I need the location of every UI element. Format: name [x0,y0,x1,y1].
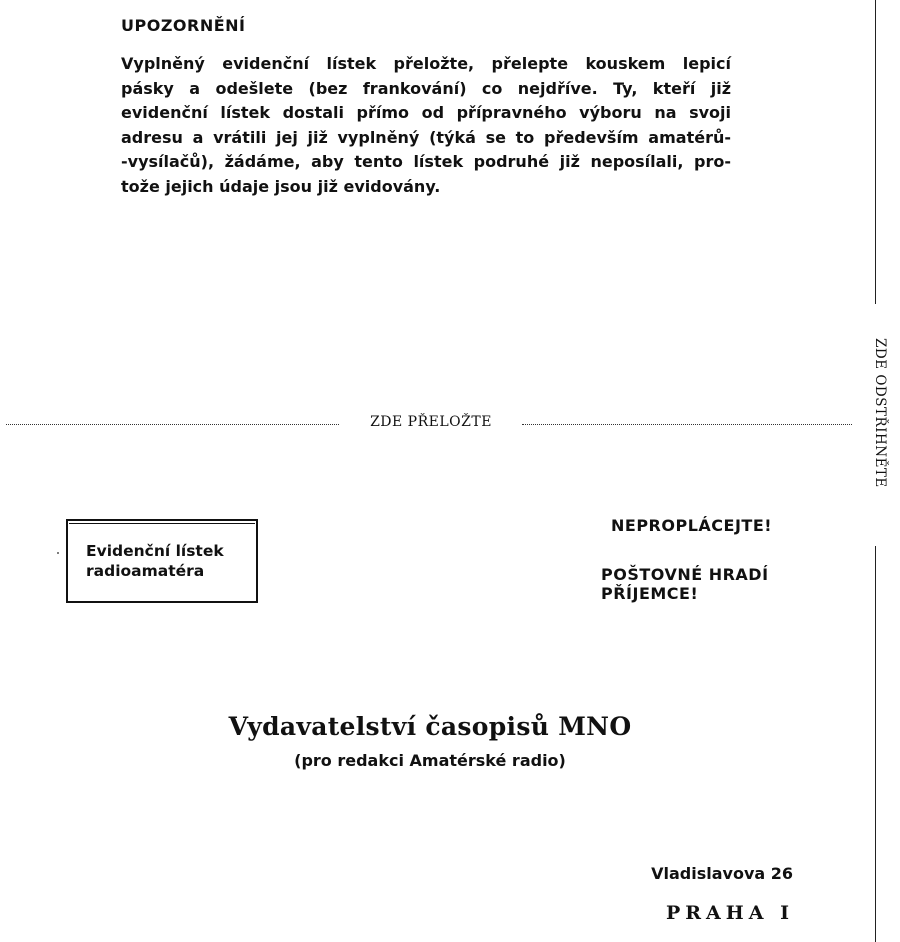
notice-line: adresu a vrátili jej již vyplněný (týká … [121,127,731,147]
postage-paid-notice: POŠTOVNÉ HRADÍ PŘÍJEMCE! [601,565,769,603]
notice-line: tože jejich údaje jsou již evidovány. [121,176,441,196]
card-title: Evidenční lístek radioamatéra [86,541,224,581]
notice-line: -vysílačů), žádáme, aby tento lístek pod… [121,152,731,171]
fold-dotted-line-right [522,424,852,425]
fold-label: ZDE PŘELOŽTE [370,414,492,430]
postage-warning: NEPROPLÁCEJTE! [611,516,773,535]
notice-line: pásky a odešlete (bez frankování) co nej… [121,78,731,98]
card-title-box: Evidenční lístek radioamatéra [66,519,258,603]
notice-line: evidenční lístek dostali přímo od přípra… [121,103,731,122]
address-street: Vladislavova 26 [651,864,793,883]
address-city: PRAHA I [665,902,794,924]
fold-dotted-line-left [6,424,339,425]
fold-line: ZDE PŘELOŽTE [6,412,852,436]
notice-title: UPOZORNĚNÍ [121,16,246,35]
cut-line-bottom [875,546,876,942]
publisher-subtitle: (pro redakci Amatérské radio) [294,751,566,770]
stray-dot [57,552,59,554]
postage-paid-line1: POŠTOVNÉ HRADÍ [601,565,769,584]
card-title-line2: radioamatéra [86,562,205,580]
cut-label: ZDE ODSTŘIHNĚTE [872,338,888,488]
cut-line-top [875,0,876,304]
card-title-line1: Evidenční lístek [86,542,224,560]
postage-paid-line2: PŘÍJEMCE! [601,584,699,603]
publisher-name: Vydavatelství časopisů MNO [228,712,632,741]
notice-line: Vyplněný evidenční lístek přeložte, přel… [121,54,731,73]
notice-body: Vyplněný evidenční lístek přeložte, přel… [121,52,731,199]
